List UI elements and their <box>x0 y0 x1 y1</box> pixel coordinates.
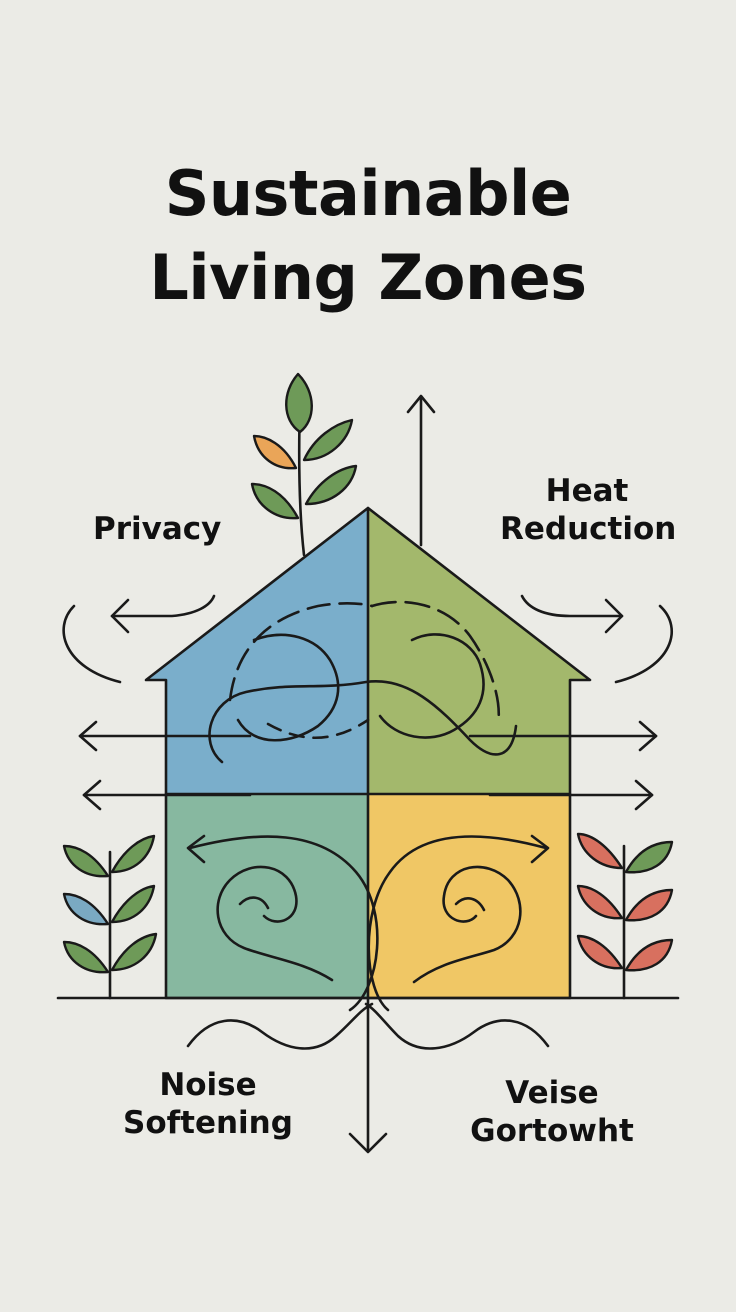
leaf <box>624 840 674 874</box>
zone-bottom-right <box>368 794 570 998</box>
label-veise: Veise <box>505 1075 599 1111</box>
label-noise: Noise <box>159 1067 257 1103</box>
leaf <box>304 464 358 506</box>
title-line-2: Living Zones <box>149 241 587 314</box>
arrow-left-icon <box>110 594 216 634</box>
airflow-spiral <box>238 896 270 910</box>
airflow-curve <box>266 718 370 739</box>
leaf <box>110 884 156 924</box>
label-reduction: Reduction <box>500 511 677 547</box>
plant-icon <box>250 372 358 557</box>
label-gortowht: Gortowht <box>470 1113 634 1149</box>
arrow-right-icon <box>367 834 550 1012</box>
leaf <box>576 934 624 970</box>
leaf <box>624 938 674 972</box>
airflow-curve <box>378 633 485 739</box>
airflow-wave <box>186 1002 374 1050</box>
airflow-curve <box>228 602 374 702</box>
arrow-down-icon <box>348 996 388 1154</box>
arrow-left-icon <box>78 720 252 752</box>
airflow-curve <box>370 600 501 726</box>
label-heat-reduction: Heat Reduction <box>500 472 677 548</box>
plant-icon <box>62 834 158 1000</box>
leaf <box>62 940 110 974</box>
leaf <box>110 932 158 972</box>
air-swirl <box>614 604 673 684</box>
airflow-wave <box>364 1002 550 1050</box>
arrow-right-icon <box>520 594 624 634</box>
arrow-right-icon <box>488 779 654 811</box>
leaf <box>252 434 298 470</box>
leaf <box>110 834 156 874</box>
airflow-curve <box>208 679 518 764</box>
arrow-up-icon <box>406 394 436 547</box>
leaf <box>285 372 313 434</box>
label-softening: Softening <box>123 1105 293 1141</box>
label-veise-gortowht: Veise Gortowht <box>462 1074 642 1150</box>
leaf <box>62 844 110 878</box>
label-heat: Heat <box>545 473 629 509</box>
leaf <box>250 482 300 520</box>
leaf <box>302 418 354 462</box>
plant-icon <box>576 832 674 1000</box>
leaf <box>576 832 624 870</box>
leaf <box>576 884 624 920</box>
leaf <box>624 888 674 922</box>
title-line-1: Sustainable <box>164 157 572 230</box>
house-outline <box>144 506 592 1000</box>
label-privacy: Privacy <box>93 511 222 547</box>
airflow-spiral <box>216 865 334 982</box>
air-swirl <box>62 604 122 684</box>
airflow-curve <box>236 633 340 742</box>
arrow-right-icon <box>468 720 658 752</box>
leaf <box>62 892 110 926</box>
airflow-spiral <box>412 865 522 984</box>
arrow-left-icon <box>82 779 252 811</box>
label-noise-softening: Noise Softening <box>122 1066 294 1142</box>
zone-bottom-left <box>166 794 368 998</box>
airflow-spiral <box>454 897 486 912</box>
